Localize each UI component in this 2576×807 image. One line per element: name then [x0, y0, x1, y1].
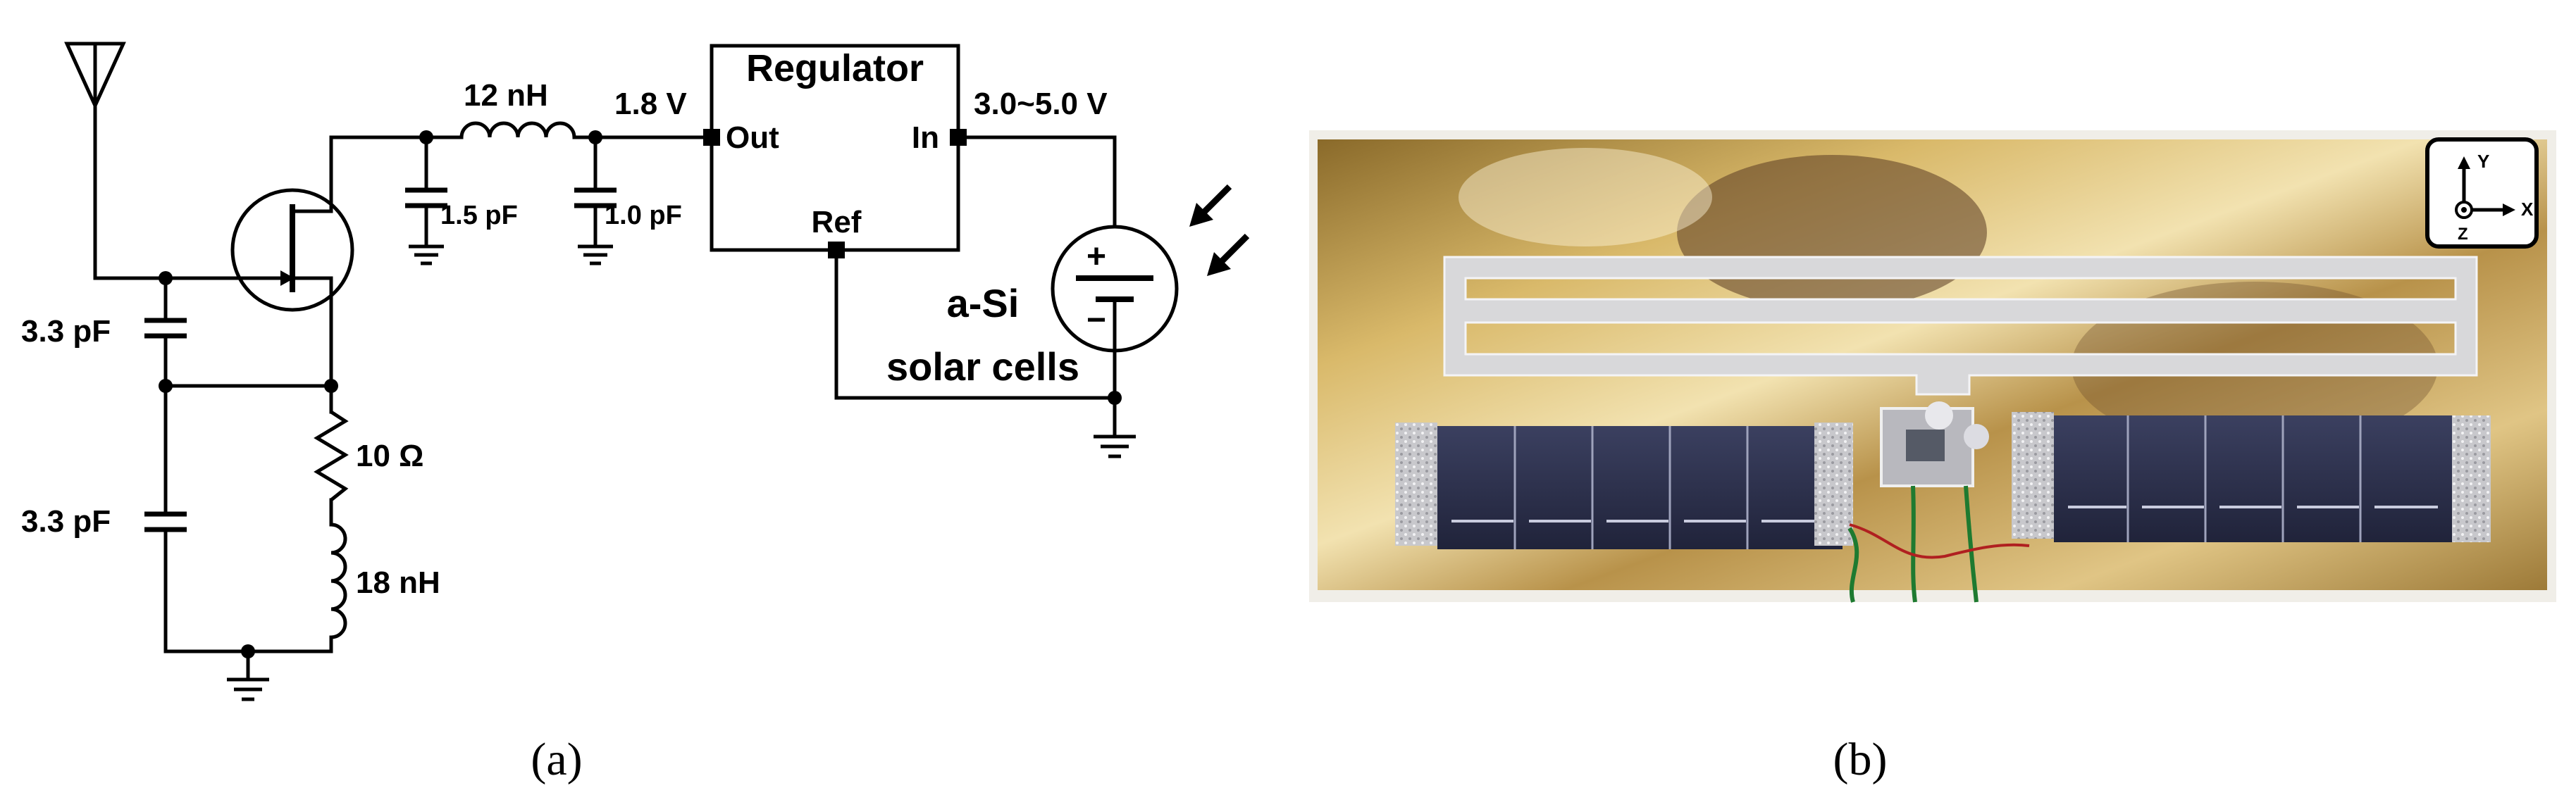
solar-cell-right [2012, 412, 2491, 542]
regulator-in-label: In [912, 120, 939, 155]
solar-cell-left [1395, 423, 1853, 549]
plus-sign: + [1086, 238, 1106, 275]
axis-indicator: Y X Z [2425, 137, 2539, 249]
inductor-12nh-label: 12 nH [464, 78, 548, 113]
capacitor-1-5pf [405, 135, 447, 265]
ground-icon [578, 244, 613, 265]
inductor-12nh [459, 121, 576, 138]
resistor-label: 10 Ω [356, 439, 423, 473]
output-voltage-label: 1.8 V [614, 87, 687, 121]
light-arrows-icon [1189, 184, 1250, 276]
capacitor-1-5pf-label: 1.5 pF [440, 201, 518, 230]
regulator-ref-label: Ref [812, 205, 862, 239]
antenna-trace [1443, 256, 2478, 396]
regulator-chip [1880, 401, 1989, 487]
regulator-title: Regulator [746, 47, 924, 89]
ground-icon [227, 677, 269, 701]
ground-icon [1094, 434, 1136, 458]
ground-icon [409, 244, 444, 265]
capacitor-3-3pf-top [144, 318, 187, 339]
regulator-block: Regulator Out In Ref [703, 44, 967, 258]
minus-sign: − [1086, 301, 1106, 339]
capacitor-1-0pf-label: 1.0 pF [605, 201, 682, 230]
pin-ref [828, 242, 845, 258]
circuit-diagram: 12 nH 1.5 pF 1.0 pF [21, 42, 1250, 701]
regulator-out-label: Out [726, 120, 779, 155]
input-voltage-label: 3.0~5.0 V [974, 87, 1108, 121]
axis-z-label: Z [2458, 225, 2468, 244]
jfet-transistor [230, 135, 354, 388]
wires [1847, 485, 2030, 603]
solar-cell-source: + − [1051, 225, 1179, 353]
capacitor-3-3pf-bottom-label: 3.3 pF [21, 504, 111, 539]
inductor-18nh [329, 523, 347, 653]
axis-x-label: X [2521, 199, 2534, 220]
antenna-icon [64, 42, 126, 280]
solar-label-line2: solar cells [886, 344, 1079, 389]
caption-b: (b) [1833, 734, 1888, 785]
pin-out [703, 129, 720, 146]
resistor-10-ohm [314, 384, 349, 527]
solar-label-line1: a-Si [947, 281, 1020, 325]
inductor-18nh-label: 18 nH [356, 565, 440, 600]
caption-a: (a) [531, 734, 582, 785]
capacitor-3-3pf-top-label: 3.3 pF [21, 314, 111, 349]
capacitor-1-0pf [574, 135, 617, 265]
axis-y-label: Y [2477, 151, 2489, 172]
prototype-photo: Y X Z [1309, 130, 2556, 603]
capacitor-3-3pf-bottom [144, 511, 187, 532]
pin-in [950, 129, 967, 146]
